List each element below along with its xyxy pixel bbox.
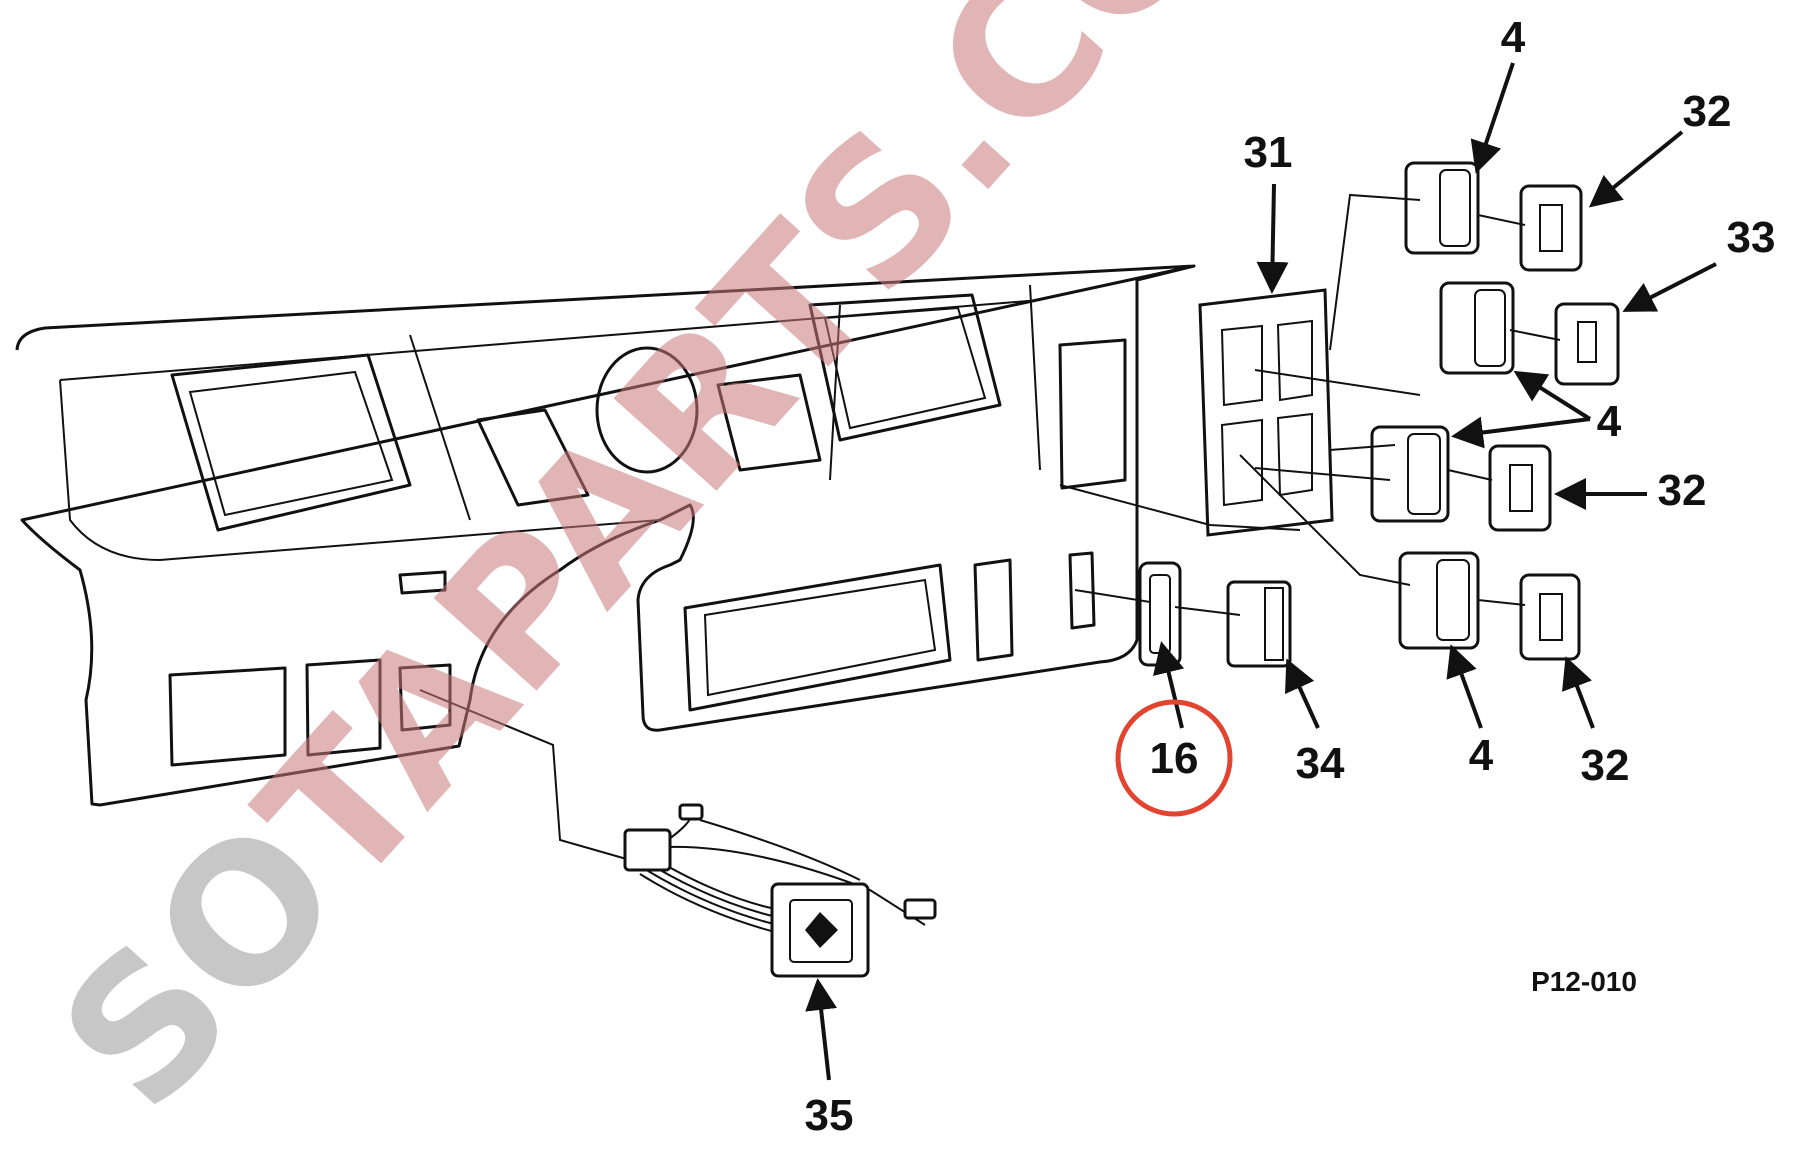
callout-35: 35 [805, 1091, 854, 1140]
callout-arrows [805, 62, 1717, 1081]
part-4-boot-third [1370, 425, 1450, 523]
callout-4-top: 4 [1501, 13, 1526, 62]
callout-34: 34 [1296, 739, 1345, 788]
assembly-lines [1059, 193, 1561, 616]
callout-4-mid: 4 [1597, 397, 1622, 446]
callout-33: 33 [1727, 213, 1776, 262]
drawing-code: P12-010 [1531, 966, 1637, 997]
part-31-mounting-plate [1198, 288, 1334, 537]
part-16-bezel [1138, 561, 1182, 667]
part-35-switch-harness [419, 689, 937, 978]
part-4-boot-second [1439, 281, 1515, 375]
highlight-circle [1115, 699, 1233, 817]
part-32-switch-bottom [1519, 573, 1581, 661]
part-32-switch-top [1519, 184, 1583, 272]
part-32-switch-mid [1488, 444, 1552, 532]
callout-32-bottom: 32 [1581, 741, 1630, 790]
part-4-boot-bottom [1398, 551, 1480, 650]
callout-32-mid: 32 [1658, 466, 1707, 515]
part-34-switch [1226, 580, 1292, 668]
callout-31: 31 [1244, 128, 1293, 177]
callout-32-top: 32 [1683, 87, 1732, 136]
callout-4-bottom: 4 [1469, 731, 1494, 780]
part-4-boot-top [1404, 161, 1480, 255]
callout-16[interactable]: 16 [1150, 734, 1199, 783]
part-33-switch [1554, 302, 1620, 386]
instrument-panel [15, 264, 1196, 807]
